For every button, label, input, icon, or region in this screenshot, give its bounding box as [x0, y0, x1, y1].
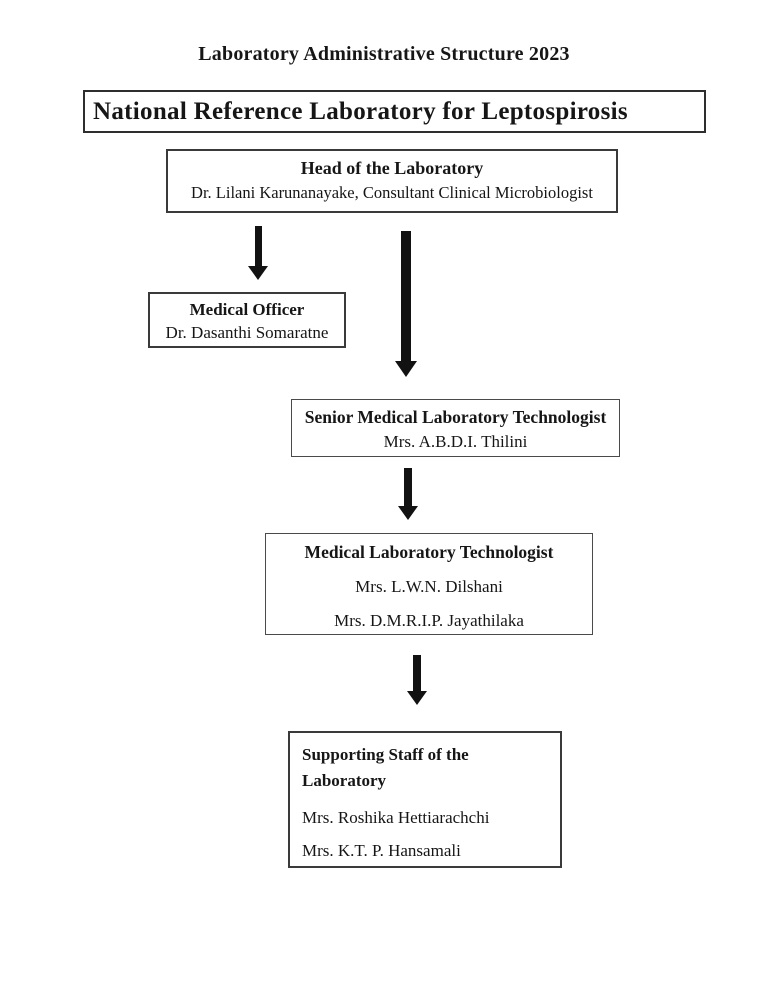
- org-box-medical-officer-title: Medical Officer: [189, 300, 305, 319]
- org-box-supporting-staff-member: Mrs. Roshika Hettiarachchi: [302, 807, 490, 827]
- arrow-senior-mlt-to-mlt: [398, 468, 418, 520]
- org-box-medical-officer-member: Dr. Dasanthi Somaratne: [165, 323, 329, 342]
- org-box-mlt-title: Medical Laboratory Technologist: [304, 542, 554, 562]
- arrow-down-icon: [248, 266, 268, 280]
- arrow-shaft: [401, 231, 411, 361]
- org-box-mlt: Medical Laboratory Technologist Mrs. L.W…: [265, 533, 593, 635]
- org-box-senior-mlt-member: Mrs. A.B.D.I. Thilini: [383, 432, 528, 451]
- org-box-supporting-staff-title: Supporting Staff of the Laboratory: [302, 745, 469, 791]
- org-box-head-of-laboratory: Head of the Laboratory Dr. Lilani Karuna…: [166, 149, 618, 213]
- org-box-mlt-member: Mrs. L.W.N. Dilshani: [355, 577, 503, 596]
- arrow-shaft: [254, 226, 262, 266]
- page-title: Laboratory Administrative Structure 2023: [198, 43, 570, 65]
- arrow-head-to-senior-mlt: [395, 231, 417, 377]
- org-box-supporting-staff: Supporting Staff of the Laboratory Mrs. …: [288, 731, 562, 868]
- org-box-head-title: Head of the Laboratory: [300, 158, 484, 178]
- arrow-shaft: [404, 468, 412, 506]
- org-box-senior-mlt-title: Senior Medical Laboratory Technologist: [304, 407, 607, 427]
- org-box-national-reference-laboratory: National Reference Laboratory for Leptos…: [83, 90, 706, 133]
- arrow-mlt-to-supporting-staff: [407, 655, 427, 705]
- org-box-senior-mlt: Senior Medical Laboratory Technologist M…: [291, 399, 620, 457]
- org-box-head-subtitle: Dr. Lilani Karunanayake, Consultant Clin…: [191, 183, 593, 202]
- org-box-mlt-member: Mrs. D.M.R.I.P. Jayathilaka: [334, 611, 524, 630]
- org-box-supporting-staff-member: Mrs. K.T. P. Hansamali: [302, 840, 461, 860]
- arrow-down-icon: [407, 691, 427, 705]
- arrow-head-to-medical-officer: [248, 226, 268, 280]
- arrow-down-icon: [398, 506, 418, 520]
- org-box-medical-officer: Medical Officer Dr. Dasanthi Somaratne: [148, 292, 346, 348]
- arrow-shaft: [413, 655, 421, 691]
- org-box-root-title: National Reference Laboratory for Leptos…: [93, 97, 628, 125]
- arrow-down-icon: [395, 361, 417, 377]
